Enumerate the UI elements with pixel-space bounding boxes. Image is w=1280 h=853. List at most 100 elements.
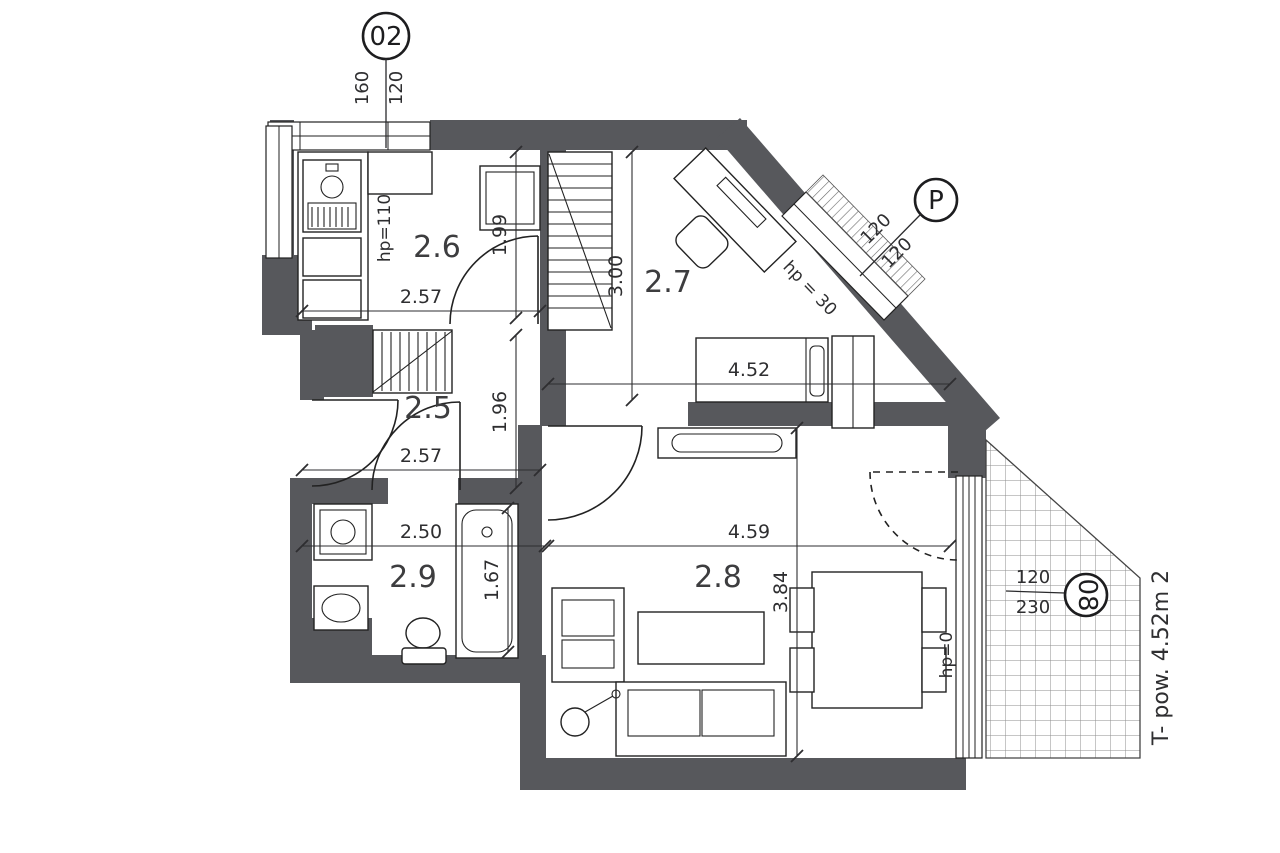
marker-02: 02 160 120 [352,11,411,148]
terrace [985,438,1141,759]
dim-kitchen-height: 1.99 [489,214,511,256]
floor-lamp-head [611,689,621,699]
wall-top-room27 [545,120,747,150]
kitchen-counter-top [367,151,433,195]
wall-living-left-lower [520,655,546,790]
marker-08-dim-1: 120 [1016,567,1050,588]
wall-bottom [520,758,966,790]
room-label-2-5: 2.5 [404,391,452,426]
washing-machine-inner [319,509,367,555]
dining-chair-2 [789,647,815,693]
room-label-2-7: 2.7 [644,265,692,300]
wall-hall-left [300,330,324,400]
wall-kitchen-bottom-block [315,325,373,397]
kitchen-fridge [479,165,541,231]
floor-lamp-arm [584,695,614,713]
kitchen-cabinet-1 [302,237,362,277]
washing-machine-door [330,519,356,545]
shaft [372,329,453,394]
desk-group [673,146,797,274]
marker-p-leader [859,213,922,277]
dim-bath-height: 1.67 [481,559,503,601]
bathroom-door [371,401,461,491]
tv [671,433,783,453]
dim-hall-width: 2.57 [400,445,442,467]
kitchen-door [449,235,539,325]
wall-top-kitchen [430,120,548,150]
washing-machine [313,503,373,561]
marker-08-leader [1005,590,1066,594]
marker-p-circle [913,177,959,223]
sofa [615,681,787,757]
living-furniture [551,427,947,757]
toilet-tank [401,647,447,665]
wall-bath-right [518,425,542,662]
dining-chair-4 [921,647,947,693]
marker-02-dim-1: 160 [352,71,373,105]
marker-p-id: P [928,186,944,216]
coffee-table [637,611,765,665]
armchair [551,587,625,683]
sofa-cushion-1 [627,689,701,737]
kitchen-furniture [297,151,541,321]
window-terrace-lines [962,476,976,758]
bath-sink [313,585,369,631]
dining-chair-3 [921,587,947,633]
marker-08-id: 08 [1072,578,1102,611]
marker-08: 120 230 08 [1005,567,1109,618]
dim-lines [302,152,950,756]
marker-02-id: 02 [369,22,402,52]
toilet-bowl [405,617,441,649]
room-labels: 2.6 2.7 2.5 2.9 2.8 [389,230,742,595]
kitchen-rack-slats [311,207,349,227]
floor-lamp [560,707,590,737]
bathtub-inner [461,509,513,653]
kitchen-sink-unit [302,159,362,233]
armchair-cushion-2 [561,639,615,669]
kitchen-fridge-inner [485,171,535,225]
window-top-left-lines [268,122,430,150]
dim-room27-height: 3.00 [605,255,627,297]
room-label-2-9: 2.9 [389,560,437,595]
wall-27-28-divider [688,402,963,426]
room27-furniture [673,146,875,429]
wardrobe-hall [547,151,613,331]
terrace-paving [985,438,1141,759]
dim-living-width: 4.59 [728,521,770,543]
dim-kitchen-width: 2.57 [400,286,442,308]
marker-02-dim-2: 120 [386,71,407,105]
armchair-cushion-1 [561,599,615,637]
kitchen-rack [307,202,357,230]
dining-chair-1 [789,587,815,633]
kitchen-sink-basin [320,175,344,199]
bath-sink-basin [321,593,361,623]
terrace-area-label: T- pow. 4.52m 2 [1149,570,1174,746]
wardrobe-slats [548,153,612,329]
dimension-lines [295,145,957,763]
tv-cabinet [657,427,797,459]
doors [311,235,959,561]
shaft-hatch [372,330,453,393]
kitchen-cabinet-2 [302,279,362,319]
living-room-door [547,425,643,521]
desk [673,146,797,274]
marker-08-dim-2: 230 [1016,597,1050,618]
hp-kitchen-label: hp=110 [375,194,395,262]
hp-terrace-label: hp=0 [937,632,957,679]
room-label-2-6: 2.6 [413,230,461,265]
entrance-door [311,399,399,487]
room-label-2-8: 2.8 [694,560,742,595]
desk-monitor [716,176,767,229]
dim-hall-height: 1.96 [489,391,511,433]
dim-bath-width: 2.50 [400,521,442,543]
marker-08-circle [1063,572,1109,618]
dim-living-height: 3.84 [770,571,792,613]
dim-ticks [295,145,957,763]
kitchen-faucet [325,163,339,172]
bed-pillow [809,345,825,397]
sofa-cushion-2 [701,689,775,737]
terrace-door-swing [869,471,959,561]
desk-chair [675,215,729,269]
